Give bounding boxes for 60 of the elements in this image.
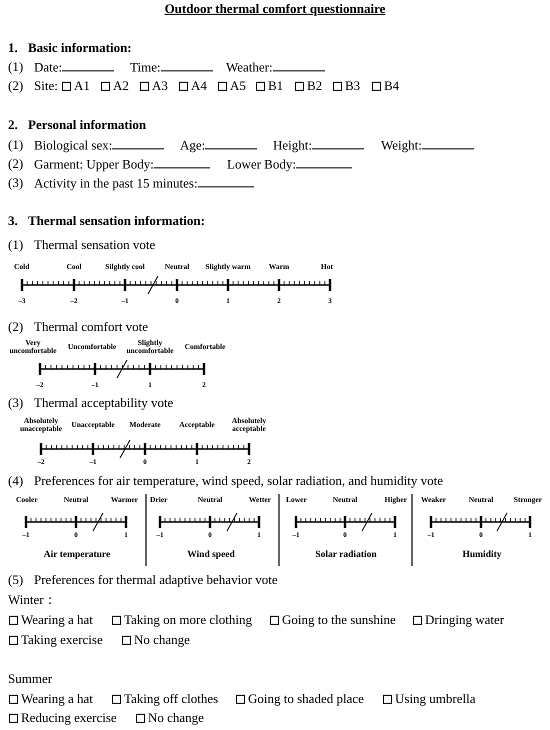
option-label: B2 [307, 78, 322, 94]
option-label: Wearing a hat [21, 692, 93, 706]
item-text: Thermal comfort vote [34, 320, 148, 334]
field-label: Weight: [381, 138, 422, 153]
item-number: (5) [8, 572, 24, 588]
field-label: Height: [273, 138, 312, 153]
section-number: 1. [8, 40, 18, 56]
option-label: A2 [113, 78, 129, 94]
section-heading: Personal information [28, 118, 146, 132]
option-label: A5 [230, 78, 246, 94]
option-label: Dringing water [425, 612, 504, 628]
item-text: Preferences for thermal adaptive behavior vote [34, 572, 278, 588]
field-label: Time: [130, 60, 161, 75]
group-label: Summer [8, 672, 52, 686]
section-heading: Basic information: [28, 40, 132, 56]
option-label: Taking off clothes [124, 692, 218, 706]
option-label: B4 [384, 78, 400, 94]
field-label: Age: [180, 138, 206, 153]
field-label: Activity in the past 15 minutes: [34, 176, 198, 191]
item-text: Preferences for air temperature, wind speed, solar radiation, and humidity vote [34, 474, 443, 488]
option-label: Going to shaded place [248, 692, 364, 706]
item-text: Thermal sensation vote [34, 238, 156, 252]
option-label: A3 [152, 78, 168, 94]
scale-caption: Air temperature [44, 550, 110, 560]
option-label: B3 [345, 78, 360, 94]
field-label: Lower Body: [227, 157, 296, 172]
option-label: Using umbrella [395, 692, 476, 706]
section-heading: Thermal sensation information: [28, 214, 205, 228]
item-number: (3) [8, 176, 24, 190]
option-label: Taking exercise [21, 632, 103, 648]
section-number: 2. [8, 118, 18, 132]
scale-caption: Humidity [462, 550, 502, 560]
scale-caption: Solar radiation [315, 550, 377, 560]
field-label: Site: [34, 78, 58, 94]
option-label: No change [148, 710, 204, 726]
option-label: A4 [191, 78, 207, 94]
item-number: (2) [8, 78, 24, 94]
item-number: (4) [8, 474, 24, 488]
field-label: Garment: Upper Body: [34, 157, 154, 172]
item-number: (2) [8, 320, 24, 334]
option-label: Taking on more clothing [124, 612, 252, 628]
field-label: Weather: [226, 60, 273, 75]
field-label: Biological sex: [34, 138, 112, 153]
option-label: No change [134, 632, 190, 648]
option-label: A1 [74, 78, 90, 94]
item-number: (2) [8, 156, 24, 172]
option-label: B1 [268, 78, 284, 94]
item-number: (1) [8, 138, 24, 152]
item-number: (3) [8, 396, 24, 410]
form-title: Outdoor thermal comfort questionnaire [164, 2, 386, 16]
scale-caption: Wind speed [187, 550, 235, 560]
item-number: (1) [8, 238, 24, 252]
option-label: Wearing a hat [21, 612, 93, 628]
option-label: Reducing exercise [21, 710, 117, 726]
group-label: Winter： [8, 592, 57, 608]
field-label: Date: [34, 60, 62, 75]
item-text: Thermal acceptability vote [34, 396, 174, 410]
section-number: 3. [8, 214, 18, 228]
option-label: Going to the sunshine [282, 612, 396, 628]
item-number: (1) [8, 60, 24, 74]
